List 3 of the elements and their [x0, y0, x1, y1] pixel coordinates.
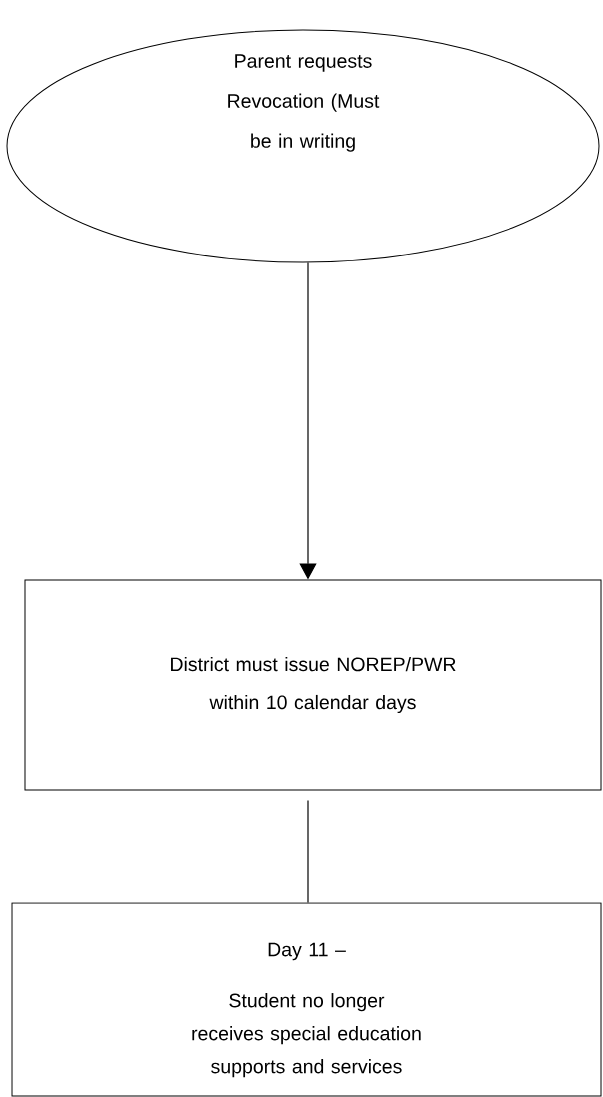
process-box: Day 11 – Student no longer receives special education supports and services: [11, 902, 602, 1097]
process-box: District must issue NOREP/PWR within 10 calendar days: [24, 579, 602, 791]
connector-line: [307, 799, 309, 904]
